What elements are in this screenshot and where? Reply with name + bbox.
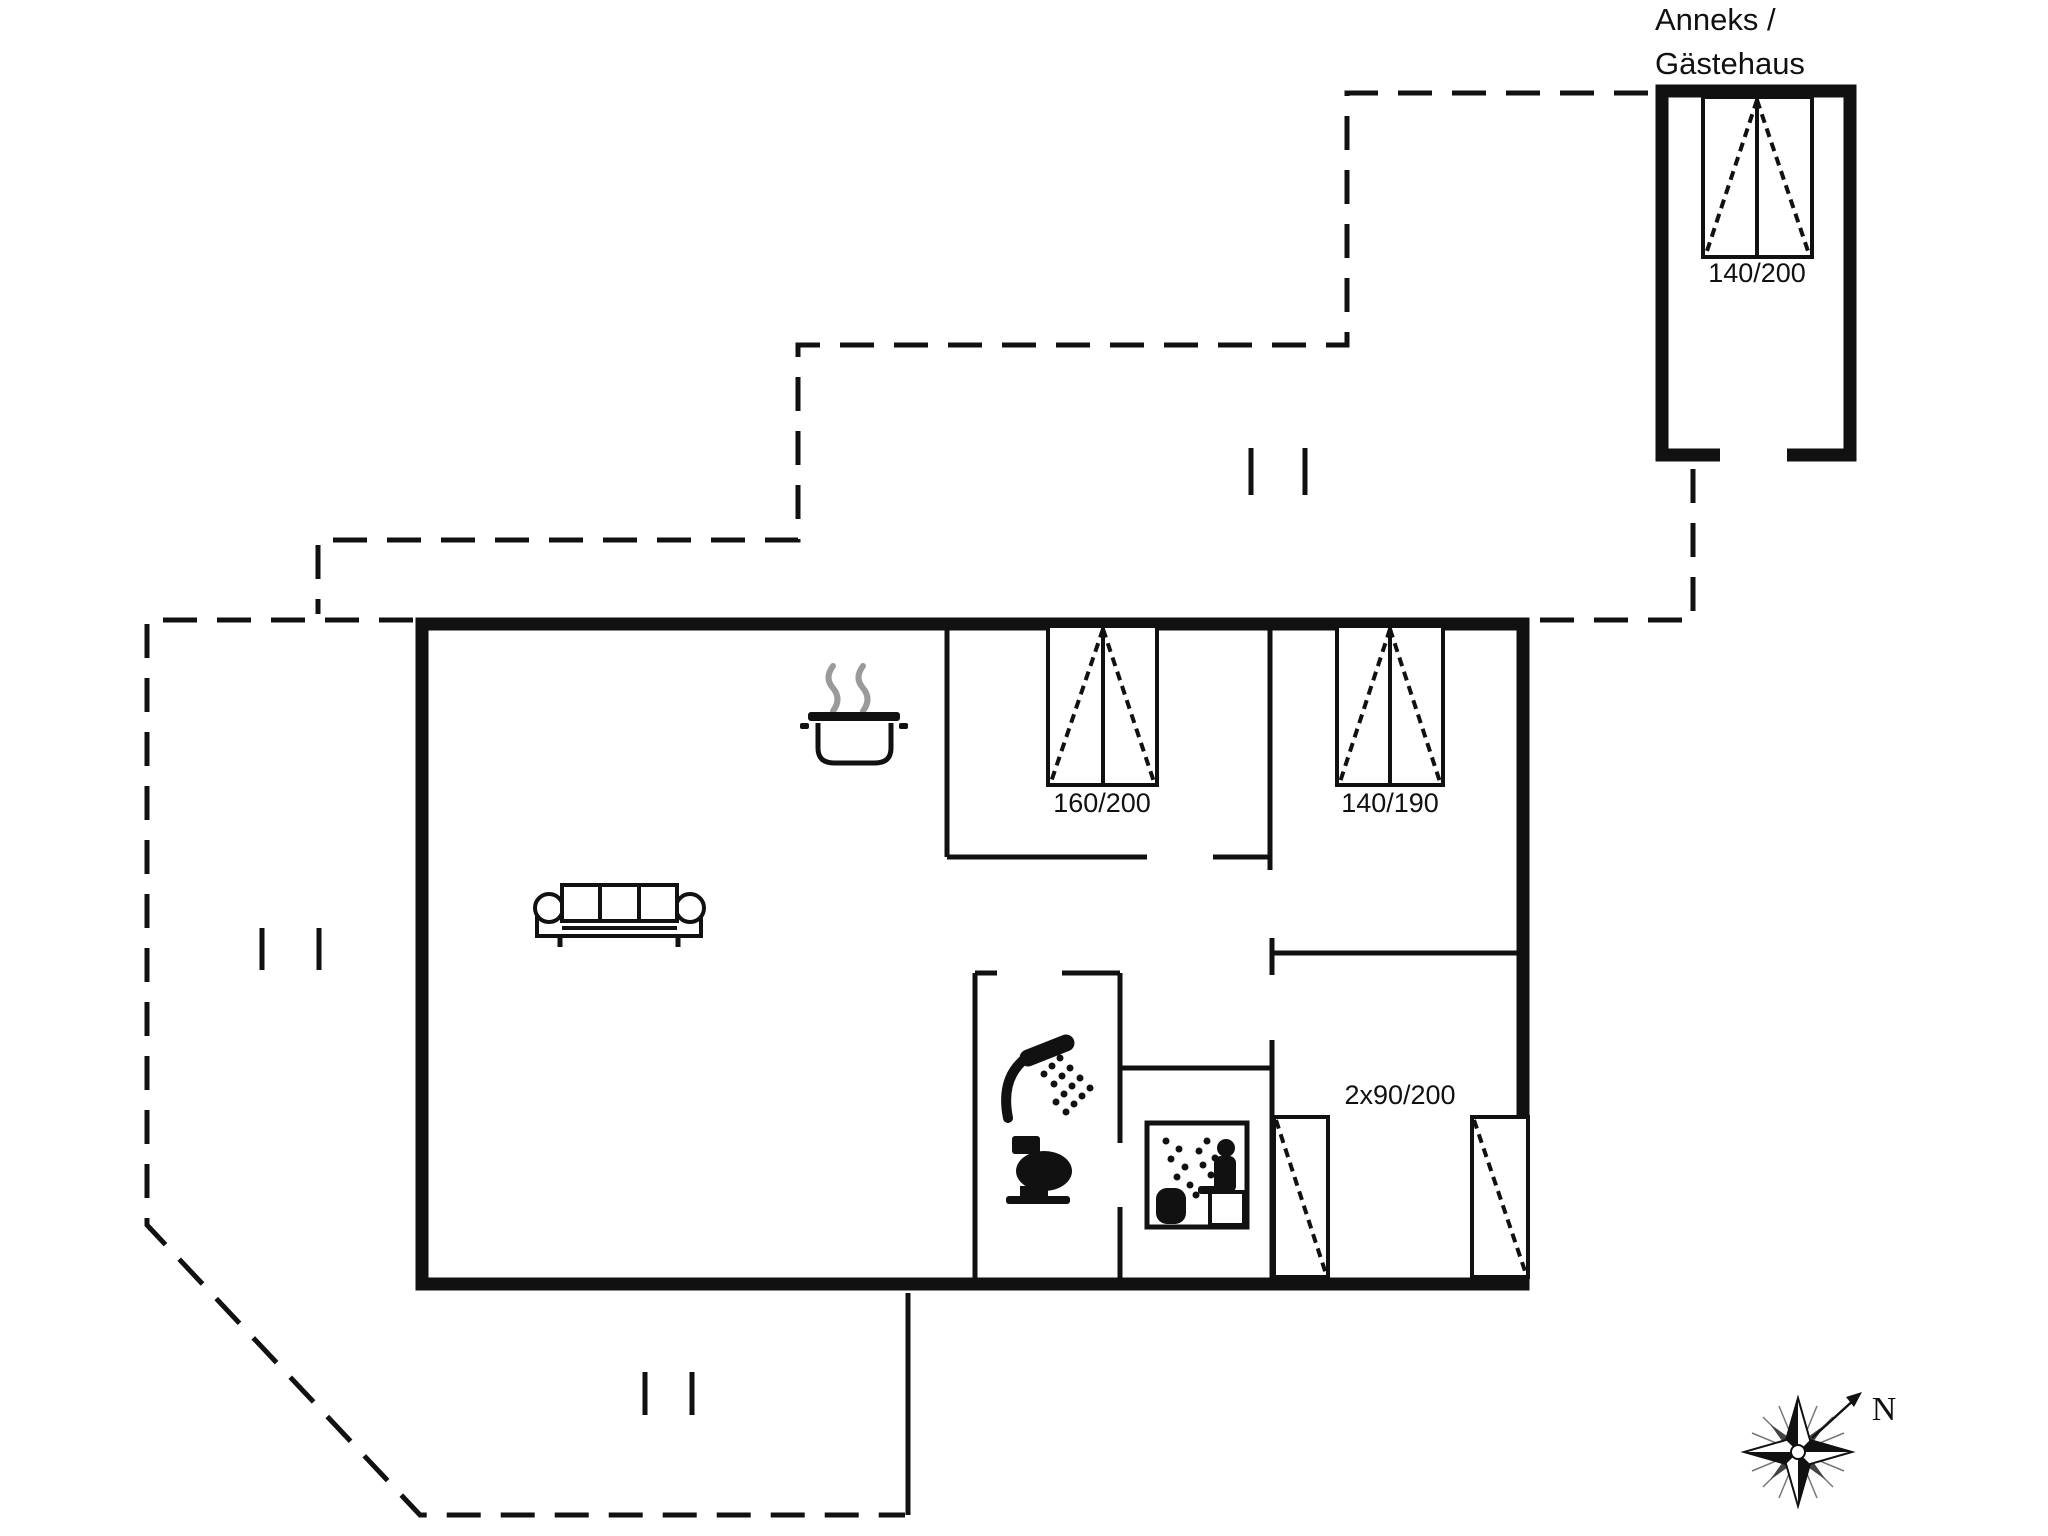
step-marker-bottom (642, 1372, 695, 1415)
compass-rose-icon: N (1740, 1391, 1897, 1510)
shower-spray-dots (1040, 1054, 1094, 1116)
boundary-left-path (144, 617, 905, 1518)
sauna-steam-dots (1162, 1137, 1219, 1199)
boundary-upper-path (315, 90, 1648, 614)
annex-outer-walls (1655, 84, 1857, 462)
single-bed-left-icon (1272, 1115, 1330, 1279)
step-marker-left (259, 928, 322, 970)
compass-north-needle (1811, 1397, 1857, 1439)
terrace-boundary-dashed-lines (144, 90, 1696, 1518)
compass-needle-arrowhead (1846, 1392, 1862, 1407)
bedroom1-walls (944, 624, 1273, 870)
annex-title-line1: Anneks / (1655, 2, 1776, 37)
annex-double-bed-icon (1701, 95, 1814, 259)
annex-bed-size-label: 140/200 (1708, 258, 1806, 288)
house-outer-walls (415, 617, 1530, 1291)
main-house: 160/200 140/190 2x90/200 (415, 617, 1530, 1291)
annex-title-line2: Gästehaus (1655, 46, 1805, 81)
single-bed-right-icon (1470, 1115, 1530, 1279)
bathroom-sauna-walls (972, 970, 1272, 1281)
step-marker-top (1248, 448, 1308, 495)
double-bed-140-icon (1335, 624, 1445, 787)
sofa-icon (533, 883, 706, 947)
shower-icon (1001, 1034, 1094, 1123)
annex-building: 140/200 Anneks / Gästehaus (1655, 2, 1857, 462)
bedroom1-bed-size-label: 160/200 (1053, 788, 1151, 818)
terrace-step-markers (259, 448, 1308, 1415)
bunkroom-bed-size-label: 2x90/200 (1344, 1080, 1455, 1110)
boundary-annex-connector-path (1540, 460, 1696, 623)
sauna-icon (1144, 1120, 1250, 1230)
bedroom2-bed-size-label: 140/190 (1341, 788, 1439, 818)
toilet-icon (1006, 1136, 1072, 1204)
double-bed-160-icon (1046, 624, 1159, 787)
stove-pot-icon (800, 663, 908, 766)
compass-north-label: N (1872, 1391, 1897, 1428)
